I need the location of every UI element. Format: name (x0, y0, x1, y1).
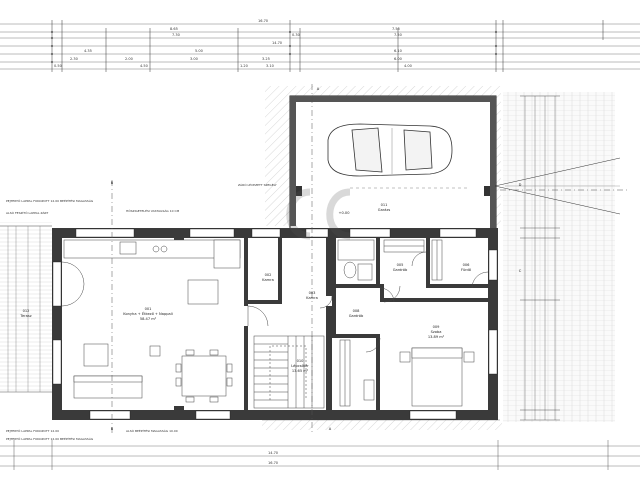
dim-text: 7.55 (392, 27, 400, 31)
room-code: 005 (397, 263, 404, 267)
dim-text: 5.00 (195, 49, 203, 53)
dim-text: 3.10 (266, 64, 274, 68)
room-name: Terasz (19, 314, 31, 318)
annotation-notes: PEJTERTŐ LAPPAL FOKOZOTT 12.00 BEÉPÍTÉSI… (6, 182, 277, 441)
dim-text: 1.20 (240, 64, 248, 68)
room-labels: 001 Konyha + Étkező + Nappali 58.47 m² 0… (19, 203, 471, 373)
dim-text: 4.00 (404, 64, 412, 68)
garage (289, 95, 621, 231)
car-icon (327, 123, 453, 177)
dim-text: 7.50 (394, 33, 402, 37)
room-code: 001 (145, 307, 152, 311)
interior-walls (174, 228, 488, 420)
section-mark-c: C (519, 269, 522, 273)
dim-text: 8.65 (170, 27, 178, 31)
dim-text: 14.70 (272, 41, 282, 45)
dim-text: 6.10 (394, 49, 402, 53)
room-code: 012 (23, 309, 30, 313)
dim-text: 16.70 (258, 19, 268, 23)
room-name: Gardrób (393, 268, 408, 272)
note-text: PEJTERTŐ LAPPAL FOKOZOTT 12.00 (6, 428, 59, 433)
room-area: 13.89 m² (428, 335, 445, 339)
section-mark-b-top: B (111, 181, 114, 185)
section-mark-d: D (519, 183, 522, 187)
section-mark-a-top: A (317, 87, 320, 91)
note-text: ALSÓ BEÉPÍTÉSI MAGASSÁG 10.00 (126, 428, 178, 433)
room-code: 009 (433, 325, 441, 329)
room-code: 006 (463, 263, 471, 267)
room-name: Konyha + Étkező + Nappali (123, 311, 172, 316)
note-text: ALSÓ FESZÍTŐ LAPPAL ZÁRT (6, 210, 48, 215)
dim-text: 16.70 (268, 461, 278, 465)
room-code: 010 (297, 359, 305, 363)
room-code: 003 (309, 291, 316, 295)
top-dimension-chains (0, 20, 640, 72)
right-dimension-chains (520, 95, 560, 421)
watermark-logo (286, 188, 351, 240)
bottom-dimension-chains (0, 440, 640, 470)
room-name: Garázs (378, 208, 391, 212)
dim-text: 4.35 (84, 49, 92, 53)
top-dimension-labels: 16.70 8.65 7.55 7.30 0.30 7.50 14.70 4.3… (54, 19, 412, 68)
room-name: Fürdő (461, 268, 471, 272)
room-name: Gardrób (349, 314, 364, 318)
room-code: 011 (381, 203, 388, 207)
room-code: 008 (353, 309, 361, 313)
staircase (253, 335, 325, 409)
furniture-kitchen-living (63, 239, 241, 403)
level-mark: +0.00 (338, 211, 350, 215)
section-lines (111, 84, 630, 434)
furniture-rooms (337, 239, 475, 407)
dim-text: 3.25 (262, 57, 270, 61)
note-text: HŐSZIGETELÉSI VASTAGSÁG 10 CM (126, 208, 180, 213)
room-code: 002 (265, 273, 272, 277)
dim-text: 0.30 (292, 33, 300, 37)
dim-text: 2.00 (125, 57, 133, 61)
dim-text: 0.50 (54, 64, 62, 68)
dim-text: 6.00 (394, 57, 402, 61)
dim-text: 2.30 (70, 57, 78, 61)
room-area: 58.47 m² (140, 317, 157, 321)
dim-text: 7.30 (172, 33, 180, 37)
room-name: Kamra (262, 278, 274, 282)
note-text: ZÁRÓ LÉCEZETT SZEGÉLY (238, 182, 277, 187)
section-mark-b-bottom: B (111, 427, 114, 431)
section-mark-a-bottom: A (329, 427, 332, 431)
room-name: Lépcsőtér (291, 364, 309, 368)
room-name: Kamra (306, 296, 318, 300)
room-name: Szoba (431, 330, 442, 334)
dim-text: 3.00 (190, 57, 198, 61)
note-text: PEJTERTŐ LAPPAL FOKOZOTT 12.00 BEÉPÍTÉSI… (6, 436, 94, 441)
dim-text: 14.70 (268, 451, 278, 455)
note-text: PEJTERTŐ LAPPAL FOKOZOTT 12.00 BEÉPÍTÉSI… (6, 198, 94, 203)
dim-text: 4.50 (140, 64, 148, 68)
room-area: 13.65 m² (292, 369, 309, 373)
